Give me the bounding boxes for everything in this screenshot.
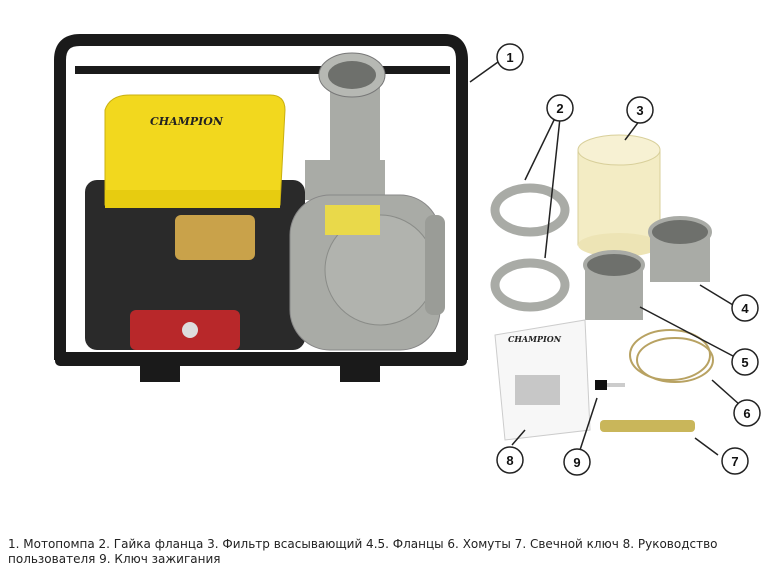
motor-pump: CHAMPION	[54, 34, 468, 382]
flange-nuts	[490, 183, 570, 312]
callout-3: 3	[636, 103, 643, 118]
product-photo: CHAMPION CHAMPION	[54, 34, 761, 476]
user-manual: CHAMPION	[494, 319, 591, 441]
spark-plug-wrench	[600, 420, 695, 432]
callout-9: 9	[573, 455, 580, 470]
ignition-keys	[595, 380, 625, 390]
callout-8: 8	[506, 453, 513, 468]
manual-logo: CHAMPION	[508, 334, 562, 344]
callout-4: 4	[741, 301, 749, 316]
callout-7: 7	[731, 454, 738, 469]
callout-2: 2	[556, 101, 563, 116]
flanges	[583, 216, 712, 320]
suction-filter	[577, 134, 661, 257]
callout-5: 5	[741, 355, 748, 370]
callout-6: 6	[743, 406, 750, 421]
caption: 1. Мотопомпа 2. Гайка фланца 3. Фильтр в…	[8, 537, 718, 566]
callout-1: 1	[506, 50, 513, 65]
hose-clamps	[629, 329, 714, 383]
champion-logo: CHAMPION	[150, 115, 224, 128]
